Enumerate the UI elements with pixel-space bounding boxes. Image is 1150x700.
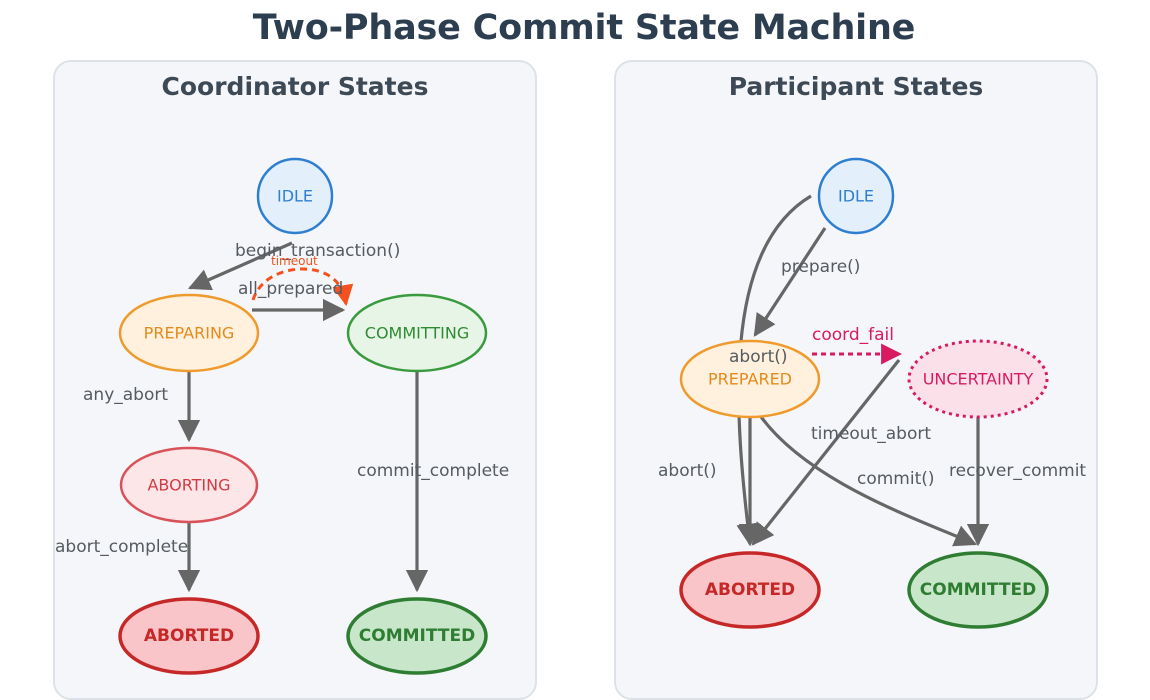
- coordinator-state-aborted: ABORTED: [118, 597, 260, 675]
- participant-panel-title: Participant States: [728, 72, 984, 101]
- coordinator-edges: [177, 241, 429, 593]
- page-title: Two-Phase Commit State Machine: [252, 8, 916, 48]
- label-any-abort: any_abort: [83, 385, 168, 405]
- participant-state-committed-label: COMMITTED: [920, 580, 1036, 600]
- participant-state-idle: IDLE: [817, 157, 895, 235]
- coordinator-state-idle: IDLE: [256, 157, 334, 235]
- participant-state-idle-label: IDLE: [838, 187, 874, 206]
- label-begin-transaction: begin_transaction(): [235, 241, 400, 261]
- coordinator-state-aborted-label: ABORTED: [144, 626, 234, 646]
- label-abort-complete: abort_complete: [55, 537, 188, 557]
- participant-state-uncertainty: UNCERTAINTY: [907, 339, 1049, 419]
- label-all-prepared: all_prepared: [238, 279, 343, 299]
- edge-uncertainty-to-aborted: [751, 359, 901, 546]
- participant-state-prepared: PREPARED: [679, 339, 821, 419]
- participant-state-aborted-label: ABORTED: [705, 580, 795, 600]
- label-abort-from-prepared: abort(): [729, 347, 788, 367]
- coordinator-panel-title: Coordinator States: [161, 72, 429, 101]
- coordinator-state-committed-label: COMMITTED: [359, 626, 475, 646]
- participant-state-aborted: ABORTED: [679, 551, 821, 629]
- label-abort-from-idle: abort(): [658, 461, 717, 481]
- participant-state-uncertainty-label: UNCERTAINTY: [923, 370, 1034, 389]
- coordinator-state-aborting: ABORTING: [119, 446, 259, 524]
- label-timeout-abort: timeout_abort: [811, 424, 931, 444]
- label-commit-complete: commit_complete: [357, 461, 509, 481]
- coordinator-state-committing-label: COMMITTING: [365, 324, 469, 343]
- coordinator-state-committed: COMMITTED: [346, 597, 488, 675]
- coordinator-state-aborting-label: ABORTING: [147, 476, 230, 495]
- state-diagram: IDLE PREPARING COMMITTING ABORTING ABORT…: [55, 157, 1086, 675]
- label-coord-fail: coord_fail: [812, 325, 894, 345]
- participant-state-committed: COMMITTED: [907, 551, 1049, 629]
- coordinator-state-committing: COMMITTING: [346, 293, 488, 373]
- participant-edge-labels: prepare() coord_fail abort() timeout_abo…: [658, 257, 1086, 489]
- coordinator-states: IDLE PREPARING COMMITTING ABORTING ABORT…: [118, 157, 488, 675]
- label-recover-commit: recover_commit: [949, 461, 1086, 481]
- participant-states: IDLE PREPARED UNCERTAINTY ABORTED COMMIT…: [679, 157, 1049, 629]
- label-commit: commit(): [857, 469, 935, 489]
- edge-idle-to-prepared: [753, 227, 827, 337]
- participant-state-prepared-label: PREPARED: [708, 370, 792, 389]
- coordinator-state-idle-label: IDLE: [277, 187, 313, 206]
- edge-idle-to-preparing: [187, 241, 293, 291]
- participant-edges: [736, 194, 990, 547]
- label-prepare: prepare(): [781, 257, 860, 277]
- label-timeout: timeout: [271, 254, 318, 268]
- coordinator-state-preparing: PREPARING: [118, 293, 260, 373]
- coordinator-edge-labels: begin_transaction() timeout all_prepared…: [55, 241, 509, 557]
- edge-timeout-loop: [251, 267, 354, 307]
- coordinator-state-preparing-label: PREPARING: [144, 324, 235, 343]
- edge-prepared-to-committed: [753, 407, 978, 547]
